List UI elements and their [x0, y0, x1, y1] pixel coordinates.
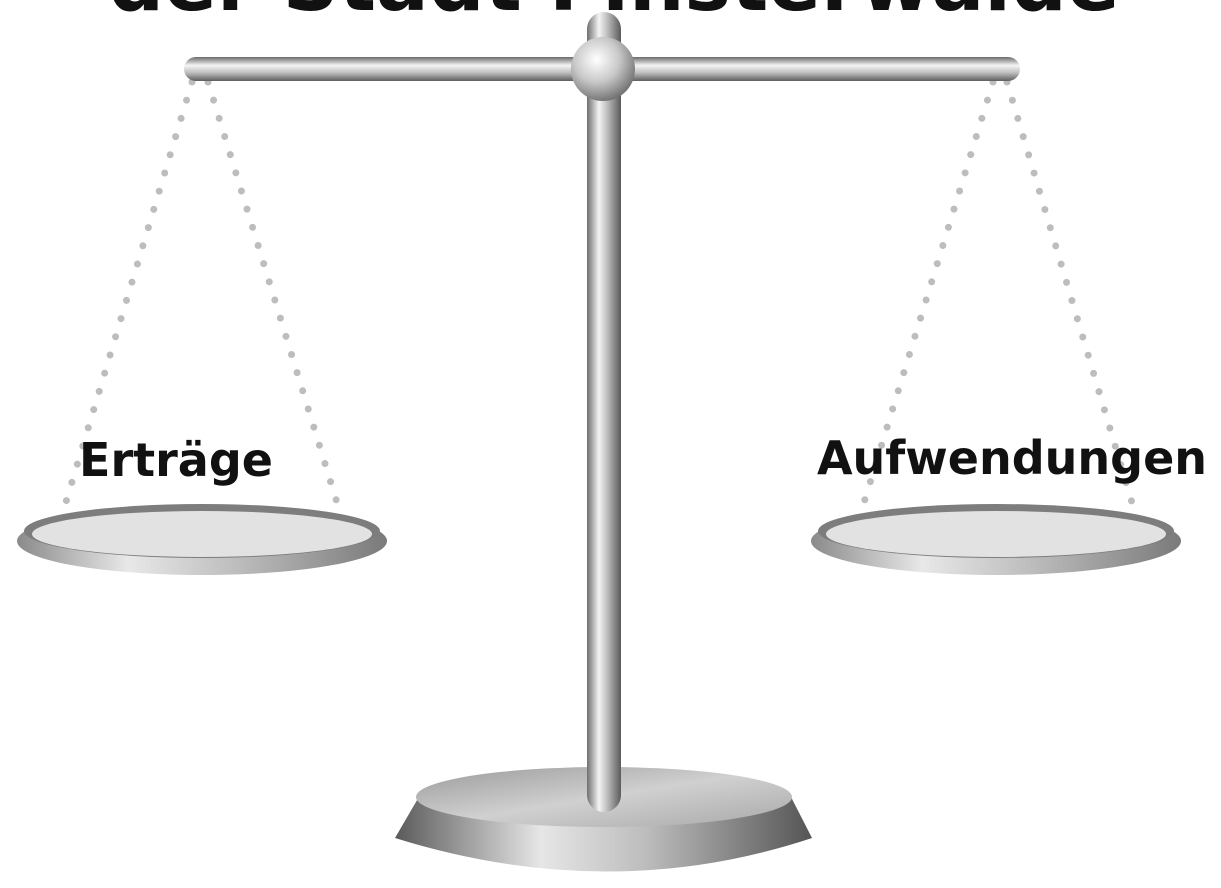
- right-pan: [811, 504, 1181, 575]
- left-pan-chains: [56, 78, 342, 526]
- left-pan: [17, 504, 387, 575]
- scale-base: [395, 767, 812, 872]
- scale-beam: [184, 37, 1020, 101]
- right-pan-label: Aufwendungen: [817, 431, 1207, 485]
- right-pan-chains: [854, 78, 1137, 526]
- scale-pole: [587, 12, 621, 812]
- left-pan-label: Erträge: [79, 433, 273, 487]
